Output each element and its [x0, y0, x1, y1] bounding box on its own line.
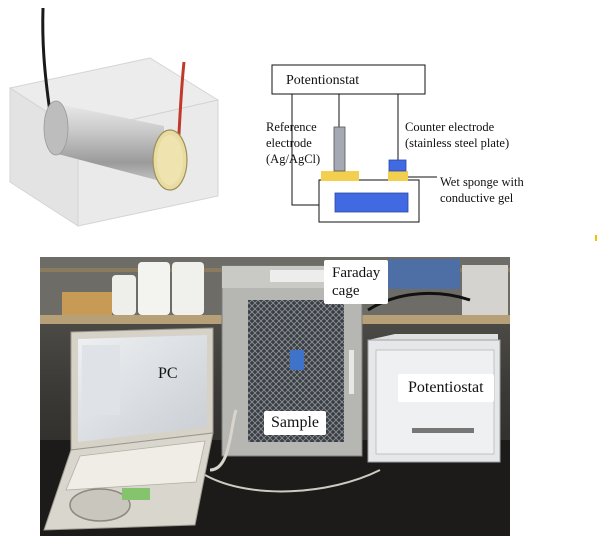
bottle-1 [112, 275, 136, 315]
floor-cable [204, 469, 381, 493]
sponge-left [321, 171, 359, 181]
faraday-cage-label-line2: cage [332, 283, 360, 299]
steel-electrode [334, 192, 409, 213]
faraday-cage-plate [270, 270, 332, 282]
reference-electrode [333, 126, 346, 172]
sponge-right [388, 171, 408, 181]
faraday-cage-handle [349, 350, 354, 394]
bottle-3 [172, 262, 204, 315]
cylinder-back-end [43, 100, 69, 156]
yellow-mark [595, 235, 597, 241]
wire-left [291, 94, 322, 206]
right-shelf-items [462, 265, 508, 315]
sponge-label: Wet sponge with conductive gel [440, 175, 527, 205]
faraday-cage-label: Faraday cage [324, 260, 389, 304]
potentiostat-box [271, 64, 426, 95]
cable-black [367, 292, 471, 312]
black-wire [41, 7, 52, 113]
pc-label: PC [158, 365, 178, 382]
box-left [62, 292, 112, 315]
sample-in-cage [290, 350, 304, 370]
laptop-sticker [122, 488, 150, 500]
measurement-schematic: Potentionstat Reference electrode (Ag/Ag… [266, 64, 527, 223]
counter-electrode [388, 159, 407, 172]
counter-electrode-label: Counter electrode (stainless steel plate… [405, 120, 509, 150]
sample-label: Sample [264, 411, 326, 435]
laptop-keyboard [65, 440, 206, 491]
cylinder-body [58, 104, 164, 182]
potentiostat-device-front [375, 349, 495, 455]
blue-box [388, 259, 460, 289]
potentiostat-photo-label: Potentiostat [398, 374, 494, 402]
reference-electrode-label: Reference electrode (Ag/AgCl) [266, 120, 320, 166]
laptop-screen-table [82, 345, 120, 415]
laptop-trackpad [69, 488, 131, 522]
faraday-cage-label-line1: Faraday [332, 265, 381, 281]
bottle-2 [138, 262, 170, 315]
cylinder-face-inner [157, 135, 183, 185]
usb-cable [209, 409, 238, 472]
sample-3d-model [8, 7, 220, 227]
potentiostat-label-strip [412, 428, 474, 433]
potentiostat-box-label: Potentionstat [286, 73, 359, 88]
